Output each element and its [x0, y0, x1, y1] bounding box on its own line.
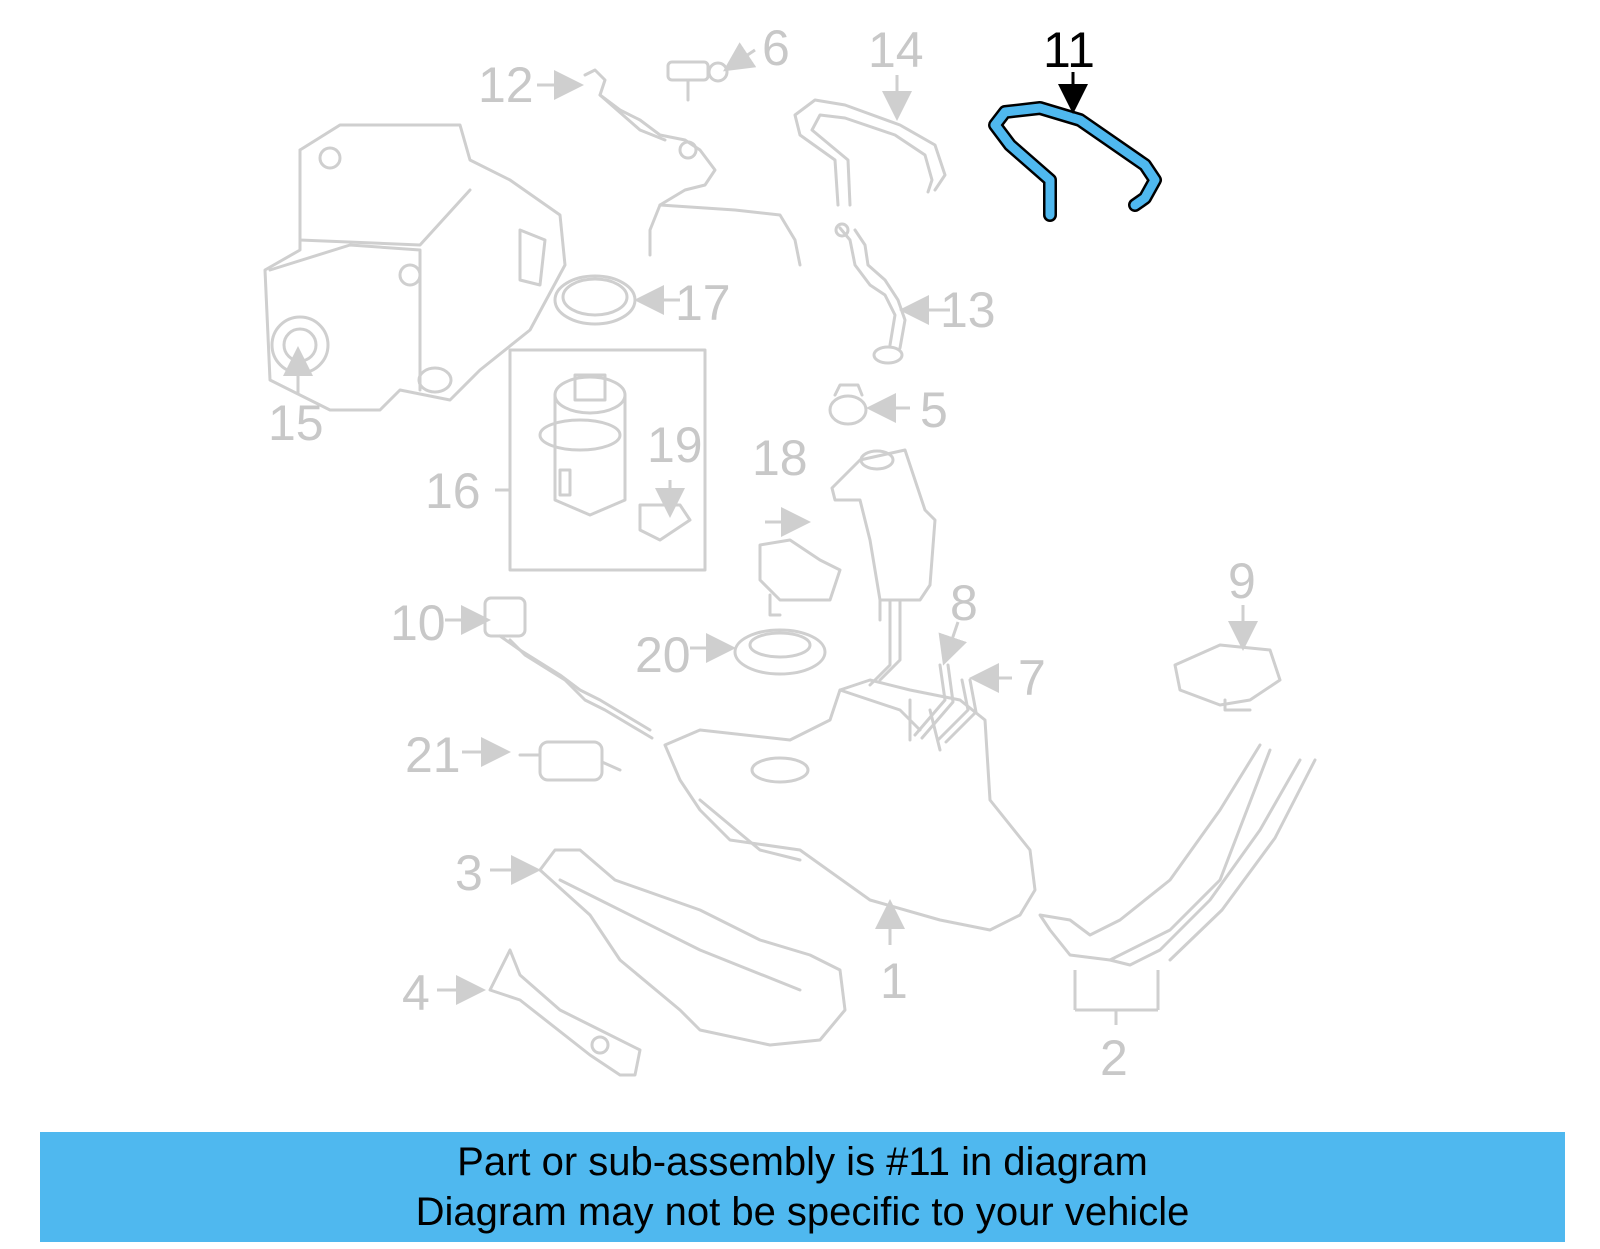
label-16: 16 [425, 463, 481, 519]
banner-line-2: Diagram may not be specific to your vehi… [415, 1190, 1190, 1234]
label-10: 10 [390, 595, 446, 651]
part-17-seal-ring[interactable] [553, 274, 637, 326]
part-20-ring[interactable] [733, 628, 827, 676]
part-12-line[interactable] [583, 68, 802, 267]
part-15-pump[interactable] [263, 123, 567, 412]
part-filler-neck[interactable] [830, 448, 937, 687]
part-10-filter-line[interactable] [483, 596, 654, 740]
label-13: 13 [940, 282, 996, 338]
part-21-fuel-filter[interactable] [518, 740, 622, 782]
label-2: 2 [1100, 1030, 1128, 1086]
label-17: 17 [675, 275, 731, 331]
info-banner: Part or sub-assembly is #11 in diagram D… [40, 1132, 1565, 1242]
label-18: 18 [752, 430, 808, 486]
part-11-hose-highlighted[interactable] [988, 101, 1162, 222]
label-19: 19 [647, 417, 703, 473]
part-13-hose[interactable] [834, 222, 907, 365]
part-5-cap[interactable] [828, 383, 868, 426]
label-8: 8 [950, 575, 978, 631]
label-9: 9 [1228, 553, 1256, 609]
arrow-2 [1073, 970, 1160, 1025]
part-1-fuel-tank[interactable] [663, 678, 1037, 932]
part-9-bracket[interactable] [1173, 643, 1282, 712]
part-6-fitting[interactable] [666, 60, 729, 102]
arrow-8 [938, 621, 967, 666]
part-4-bracket[interactable] [488, 948, 642, 1077]
label-15: 15 [268, 395, 324, 451]
label-20: 20 [635, 627, 691, 683]
label-21: 21 [405, 727, 461, 783]
label-7: 7 [1018, 650, 1046, 706]
label-5: 5 [920, 382, 948, 438]
label-4: 4 [402, 965, 430, 1021]
label-3: 3 [455, 845, 483, 901]
part-16-fuel-pump-module[interactable] [508, 348, 707, 572]
part-18-bracket[interactable] [758, 538, 842, 617]
arrow-6 [723, 42, 757, 72]
label-6: 6 [762, 20, 790, 76]
part-3-heat-shield[interactable] [538, 848, 847, 1047]
banner-line-1: Part or sub-assembly is #11 in diagram [457, 1140, 1148, 1184]
label-12: 12 [478, 57, 534, 113]
label-11: 11 [1043, 22, 1095, 78]
part-14-hose[interactable] [793, 98, 947, 207]
part-8-vent-line[interactable] [913, 663, 955, 740]
label-1: 1 [880, 953, 908, 1009]
part-2-straps[interactable] [1038, 743, 1317, 967]
label-14: 14 [868, 22, 924, 78]
